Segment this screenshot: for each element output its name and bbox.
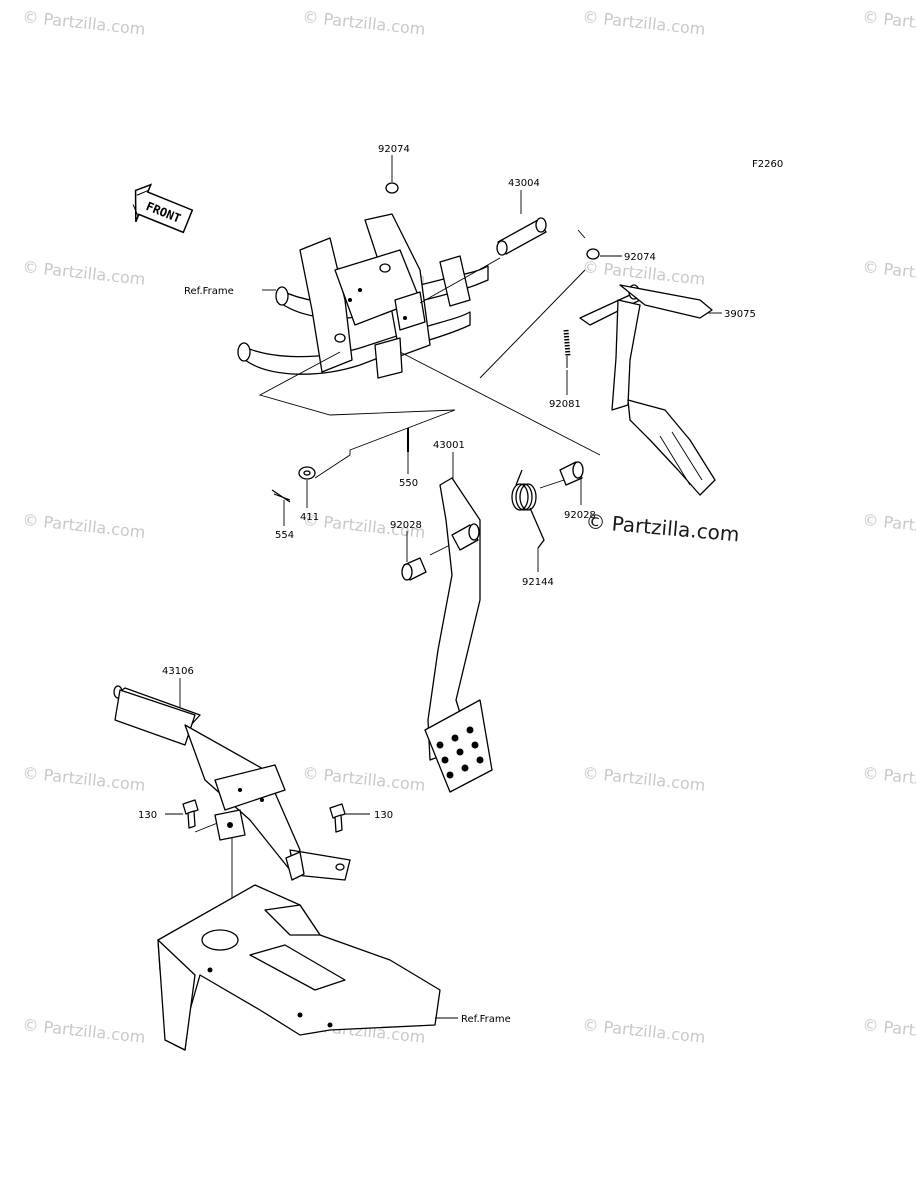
part-43001-brake-pedal — [424, 477, 493, 793]
label-ref-frame-bottom: Ref.Frame — [461, 1014, 511, 1025]
label-92028-left: 92028 — [390, 520, 422, 531]
watermark: © Partzilla.com — [862, 510, 916, 542]
watermark: © Partzilla.com — [22, 510, 147, 542]
watermark: © Partzilla.com — [862, 7, 916, 39]
label-39075: 39075 — [724, 309, 756, 320]
part-92081-spring — [563, 329, 571, 368]
label-92074-right: 92074 — [624, 252, 656, 263]
watermark: © Partzilla.com — [862, 257, 916, 289]
figure-code: F2260 — [752, 159, 783, 170]
part-92074-cap-top — [385, 182, 399, 194]
watermark: © Partzilla.com — [582, 7, 707, 39]
pedal-bracket-frame — [237, 213, 489, 379]
label-ref-frame-top: Ref.Frame — [184, 286, 234, 297]
watermark: © Partzilla.com — [302, 763, 427, 795]
part-labels: 92074 43004 92074 Ref.Frame 39075 92081 … — [138, 144, 756, 1025]
part-92074-cap-right — [586, 248, 600, 260]
watermark: © Partzilla.com — [582, 763, 707, 795]
part-92144-torsion-spring — [511, 469, 545, 549]
part-43106-parking-brake — [113, 685, 351, 881]
label-130-left: 130 — [138, 810, 157, 821]
label-92081: 92081 — [549, 399, 581, 410]
watermark: © Partzilla.com — [862, 1015, 916, 1047]
part-92028-bushing-right — [559, 461, 584, 486]
label-43106: 43106 — [162, 666, 194, 677]
watermark: © Partzilla.com — [302, 7, 427, 39]
label-43001: 43001 — [433, 440, 465, 451]
label-43004: 43004 — [508, 178, 540, 189]
part-39075-accelerator-pedal — [579, 284, 716, 496]
label-92028-right: 92028 — [564, 510, 596, 521]
part-554-cotter-pin — [271, 489, 291, 503]
watermark: © Partzilla.com — [862, 763, 916, 795]
part-92028-bushing-left — [401, 557, 427, 581]
label-411: 411 — [300, 512, 319, 523]
watermark: © Partzilla.com — [582, 1015, 707, 1047]
part-43004-shaft — [496, 217, 547, 256]
label-92144: 92144 — [522, 577, 554, 588]
part-130-bolt-left — [182, 799, 199, 829]
watermark: © Partzilla.com — [22, 7, 147, 39]
assembly-lines — [194, 229, 601, 948]
label-92074-top: 92074 — [378, 144, 410, 155]
part-130-bolt-right — [329, 803, 346, 833]
leader-lines — [165, 155, 722, 1019]
label-554: 554 — [275, 530, 294, 541]
watermark: © Partzilla.com — [22, 763, 147, 795]
label-130-right: 130 — [374, 810, 393, 821]
watermark-main: © Partzilla.com — [585, 509, 741, 546]
label-550: 550 — [399, 478, 418, 489]
floor-frame — [157, 884, 441, 1051]
watermark: © Partzilla.com — [22, 257, 147, 289]
part-411-washer — [298, 466, 316, 480]
front-arrow-icon: FRONT — [132, 183, 194, 234]
watermark: © Partzilla.com — [22, 1015, 147, 1047]
